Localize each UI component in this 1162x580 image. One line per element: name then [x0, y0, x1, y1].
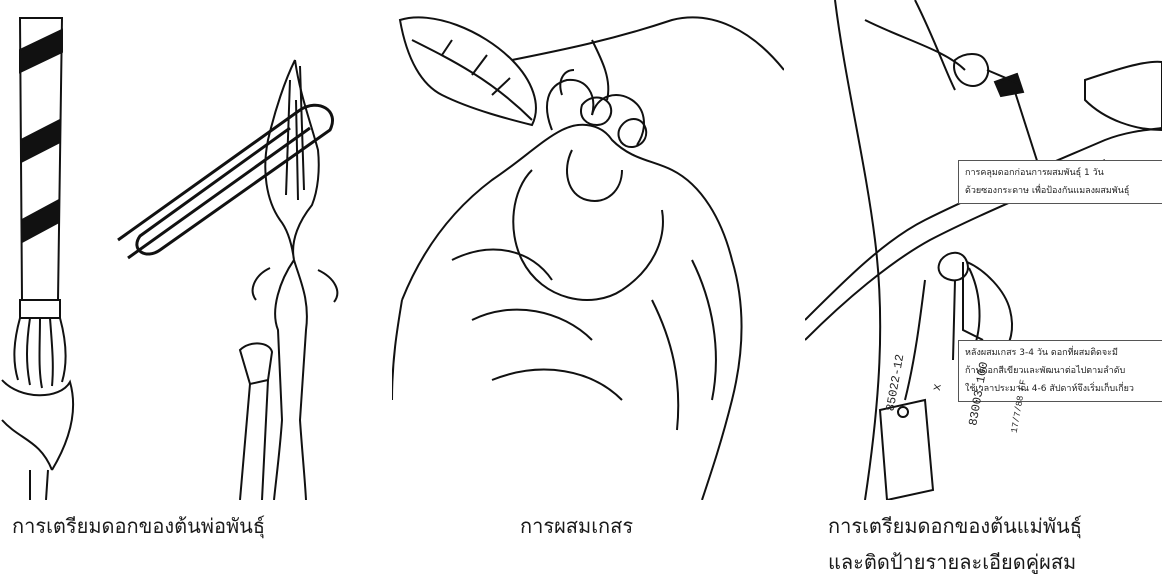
caption-male-flower: การเตรียมดอกของต้นพ่อพันธุ์ [12, 508, 332, 544]
pollination-drawing [392, 0, 784, 500]
caption-female-text-line2: และติดป้ายรายละเอียดคู่ผสม [828, 544, 1162, 580]
caption-male-text: การเตรียมดอกของต้นพ่อพันธุ์ [12, 514, 265, 538]
callout-bagging-line1: การคลุมดอกก่อนการผสมพันธุ์ 1 วัน [965, 164, 1162, 182]
panel-pollination-illustration [392, 0, 784, 500]
tag-line4: 17/7/88 FF [1008, 368, 1033, 434]
callout-bagging-note: การคลุมดอกก่อนการผสมพันธุ์ 1 วัน ด้วยซอง… [958, 160, 1162, 204]
caption-pollination-text: การผสมเกสร [520, 514, 633, 538]
caption-female-flower: การเตรียมดอกของต้นแม่พันธุ์ และติดป้ายรา… [828, 508, 1162, 580]
callout-bagging-line2: ด้วยซองกระดาษ เพื่อป้องกันแมลงผสมพันธุ์ [965, 182, 1162, 200]
caption-female-text-line1: การเตรียมดอกของต้นแม่พันธุ์ [828, 508, 1162, 544]
tag-line2: x [925, 353, 950, 419]
tag-line1: 85022-12 [884, 346, 909, 412]
male-flower-drawing [0, 0, 370, 500]
caption-pollination: การผสมเกสร [520, 508, 720, 544]
panel-male-flower-illustration [0, 0, 370, 500]
tag-line3: 83003-100 [966, 361, 991, 427]
callout-after-line1: หลังผสมเกสร 3-4 วัน ดอกที่ผสมติดจะมี [965, 344, 1162, 362]
